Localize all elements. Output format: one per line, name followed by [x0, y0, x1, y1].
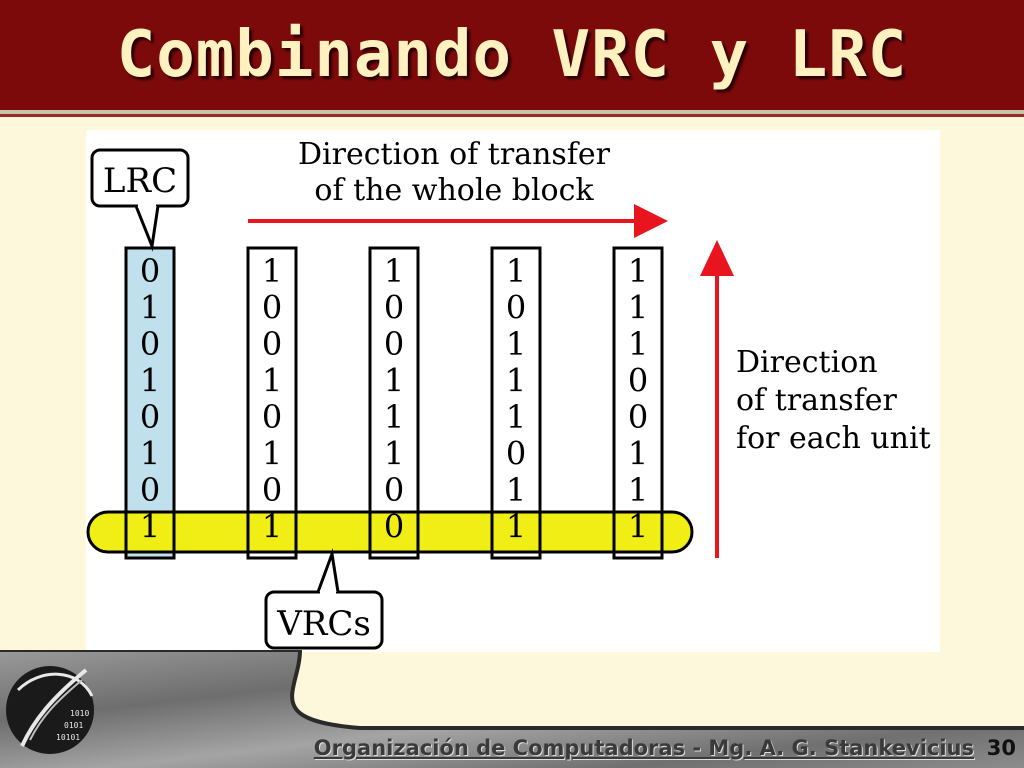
bit-c2-r5: 0 — [262, 398, 282, 436]
bit-c3-r8: 0 — [384, 508, 404, 546]
bit-c5-r1: 1 — [628, 252, 648, 290]
bit-c5-r2: 1 — [628, 289, 648, 327]
bit-c2-r8: 1 — [262, 508, 282, 546]
unit-direction-line3: for each unit — [736, 421, 931, 456]
lrc-callout: LRC — [90, 148, 190, 252]
university-logo: 1010 0101 10101 — [6, 666, 94, 754]
bit-c5-r3: 1 — [628, 325, 648, 363]
bit-c3-r7: 0 — [384, 471, 404, 509]
bit-c3-r4: 1 — [384, 362, 404, 400]
slide-footer: 1010 0101 10101 — [0, 650, 1024, 768]
svg-text:0101: 0101 — [64, 721, 83, 730]
data-column-2 — [246, 246, 298, 560]
svg-text:1010: 1010 — [70, 709, 89, 718]
header-divider — [0, 114, 1024, 117]
bit-c2-r2: 0 — [262, 289, 282, 327]
bit-c1-r2: 1 — [140, 289, 160, 327]
bit-c5-r4: 0 — [628, 362, 648, 400]
footer-course-author: Organización de Computadoras - Mg. A. G.… — [313, 736, 974, 760]
unit-direction-line2: of transfer — [736, 383, 898, 418]
bit-c4-r3: 1 — [506, 325, 526, 363]
data-column-4 — [490, 246, 542, 560]
bit-c3-r1: 1 — [384, 252, 404, 290]
bit-c5-r7: 1 — [628, 471, 648, 509]
data-column-1 — [124, 246, 176, 560]
block-direction-line2: of the whole block — [314, 173, 594, 208]
bit-c4-r4: 1 — [506, 362, 526, 400]
slide-title: Combinando VRC y LRC — [116, 18, 908, 92]
bit-c1-r3: 0 — [140, 325, 160, 363]
bit-c4-r5: 1 — [506, 398, 526, 436]
bit-c1-r8: 1 — [140, 508, 160, 546]
bit-c5-r6: 1 — [628, 435, 648, 473]
bit-c1-r6: 1 — [140, 435, 160, 473]
bit-c4-r2: 0 — [506, 289, 526, 327]
block-direction-line1: Direction of transfer — [298, 137, 611, 172]
lrc-label: LRC — [103, 161, 177, 201]
unit-direction-arrow — [700, 240, 734, 558]
bit-c2-r7: 0 — [262, 471, 282, 509]
bit-c4-r7: 1 — [506, 471, 526, 509]
bit-c3-r5: 1 — [384, 398, 404, 436]
data-column-3 — [368, 246, 420, 560]
bit-c1-r5: 0 — [140, 398, 160, 436]
vrc-lrc-diagram: 0101010110010101100111001011101111100111… — [86, 137, 931, 650]
slide-header — [0, 0, 1024, 114]
footer-graphic: 1010 0101 10101 — [0, 650, 1024, 768]
unit-direction-line1: Direction — [736, 345, 878, 380]
vrcs-label: VRCs — [276, 604, 371, 644]
vrcs-callout: VRCs — [264, 548, 384, 650]
bit-c2-r4: 1 — [262, 362, 282, 400]
bit-c4-r8: 1 — [506, 508, 526, 546]
lrc-column-highlight — [126, 248, 174, 558]
bit-c1-r7: 0 — [140, 471, 160, 509]
page-number: 30 — [986, 736, 1016, 760]
bit-c3-r2: 0 — [384, 289, 404, 327]
bit-c5-r5: 0 — [628, 398, 648, 436]
bit-c2-r1: 1 — [262, 252, 282, 290]
bit-c1-r4: 1 — [140, 362, 160, 400]
bit-c4-r1: 1 — [506, 252, 526, 290]
data-column-5 — [612, 246, 664, 560]
bit-c3-r3: 0 — [384, 325, 404, 363]
svg-text:10101: 10101 — [56, 733, 80, 742]
bit-c1-r1: 0 — [140, 252, 160, 290]
block-direction-arrow — [248, 204, 668, 238]
bit-c2-r3: 0 — [262, 325, 282, 363]
bit-c2-r6: 1 — [262, 435, 282, 473]
bit-c4-r6: 0 — [506, 435, 526, 473]
bit-c5-r8: 1 — [628, 508, 648, 546]
bit-c3-r6: 1 — [384, 435, 404, 473]
